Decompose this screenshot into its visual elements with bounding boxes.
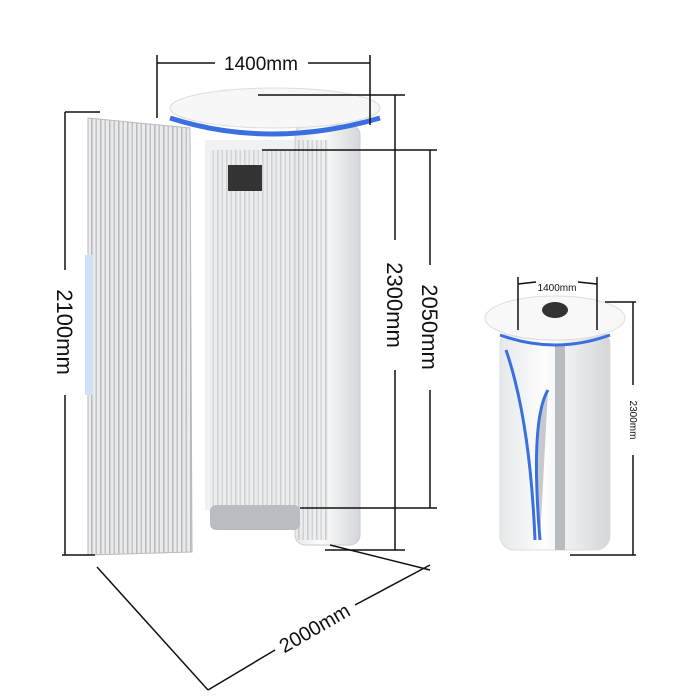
- total-height-label: 2300mm: [382, 262, 407, 348]
- door-panel: [87, 117, 193, 556]
- depth-label: 2000mm: [276, 600, 354, 658]
- canopy: [169, 87, 381, 129]
- compact-width-label: 1400mm: [538, 283, 577, 294]
- blue-light-ring: [169, 115, 381, 137]
- compact-height-label: 2300mm: [627, 401, 638, 440]
- cabin-height-label: 2050mm: [417, 284, 442, 370]
- main-solarium: [85, 87, 381, 556]
- dimension-lines: [62, 55, 636, 691]
- compact-solarium: [484, 295, 626, 551]
- door-handle-light: [85, 255, 93, 395]
- floor-plate: [210, 505, 300, 530]
- control-screen: [228, 165, 262, 191]
- door-height-label: 2100mm: [52, 289, 77, 375]
- width-label: 1400mm: [224, 54, 298, 75]
